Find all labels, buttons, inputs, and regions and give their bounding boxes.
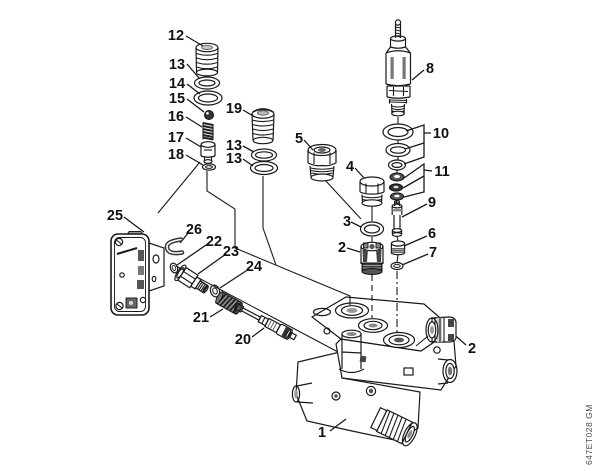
callout-21: 21	[193, 310, 209, 326]
block-port-right	[382, 331, 416, 349]
part-4-hex-plug	[359, 176, 385, 207]
part-20-piston-rod-assembly	[233, 302, 298, 341]
callout-13a: 13	[169, 57, 185, 73]
part-13-o-ring	[249, 160, 279, 176]
part-10-o-ring-set	[382, 123, 414, 171]
callout-6: 6	[428, 226, 436, 242]
callout-8: 8	[426, 61, 434, 77]
block-side-port-right	[437, 358, 458, 385]
part-22-o-ring	[169, 262, 179, 274]
part-25-pressure-switch	[110, 231, 165, 316]
callout-20: 20	[235, 332, 251, 348]
callout-26: 26	[186, 222, 202, 238]
block-outlet-fitting	[370, 406, 418, 447]
part-9-piston-rod	[391, 200, 403, 237]
callout-16: 16	[168, 109, 184, 125]
callout-12: 12	[168, 28, 184, 44]
block-port-middle	[357, 318, 389, 333]
part-7-o-ring	[390, 261, 404, 271]
part-16-spring	[202, 122, 214, 141]
part-12-valve-piston	[195, 42, 219, 77]
part-1-valve-block	[291, 296, 458, 447]
assembly-axis-lines	[157, 117, 429, 353]
callout-14: 14	[169, 76, 185, 92]
callout-11: 11	[434, 164, 449, 180]
part-23-threaded-fitting	[174, 264, 209, 294]
callout-10: 10	[433, 126, 449, 142]
part-26-retainer-clip	[164, 237, 185, 256]
part-18-o-ring	[201, 163, 217, 171]
part-2-valve-cartridge-side	[425, 316, 457, 343]
block-front-tube	[338, 329, 365, 374]
callout-3: 3	[343, 214, 351, 230]
callout-4: 4	[346, 159, 354, 175]
callout-24: 24	[246, 259, 262, 275]
part-13-o-ring	[250, 148, 278, 162]
part-17-nozzle-fitting	[200, 141, 216, 164]
callout-19: 19	[226, 101, 242, 117]
part-13-o-ring	[193, 76, 221, 90]
callout-17: 17	[168, 130, 184, 146]
part-11-washer-set	[388, 172, 405, 201]
callout-7: 7	[429, 245, 437, 261]
callout-5: 5	[295, 131, 303, 147]
part-2-valve-cartridge	[360, 241, 384, 276]
callout-13c: 13	[226, 151, 242, 167]
part-14-o-ring	[193, 90, 223, 106]
callout-13b: 13	[226, 138, 242, 154]
callout-2a: 2	[338, 240, 346, 256]
part-5-hex-plug	[307, 143, 337, 182]
callout-25: 25	[107, 208, 123, 224]
callout-18: 18	[168, 147, 184, 163]
callout-2b: 2	[468, 341, 476, 357]
figure-code-watermark: 647ET028 GM	[584, 404, 594, 465]
callout-leader-lines	[123, 35, 467, 432]
callout-1: 1	[318, 425, 326, 441]
part-15-ball	[204, 110, 214, 120]
part-19-valve-piston	[251, 108, 275, 145]
callout-15: 15	[169, 91, 185, 107]
block-side-port-left	[291, 382, 314, 404]
callout-9: 9	[428, 195, 436, 211]
part-6-piston-cap	[390, 240, 406, 256]
part-8-unloader-valve	[385, 19, 412, 117]
part-3-o-ring	[359, 221, 385, 237]
callout-23: 23	[223, 244, 239, 260]
callout-22: 22	[206, 234, 222, 250]
block-port-left	[334, 302, 370, 319]
